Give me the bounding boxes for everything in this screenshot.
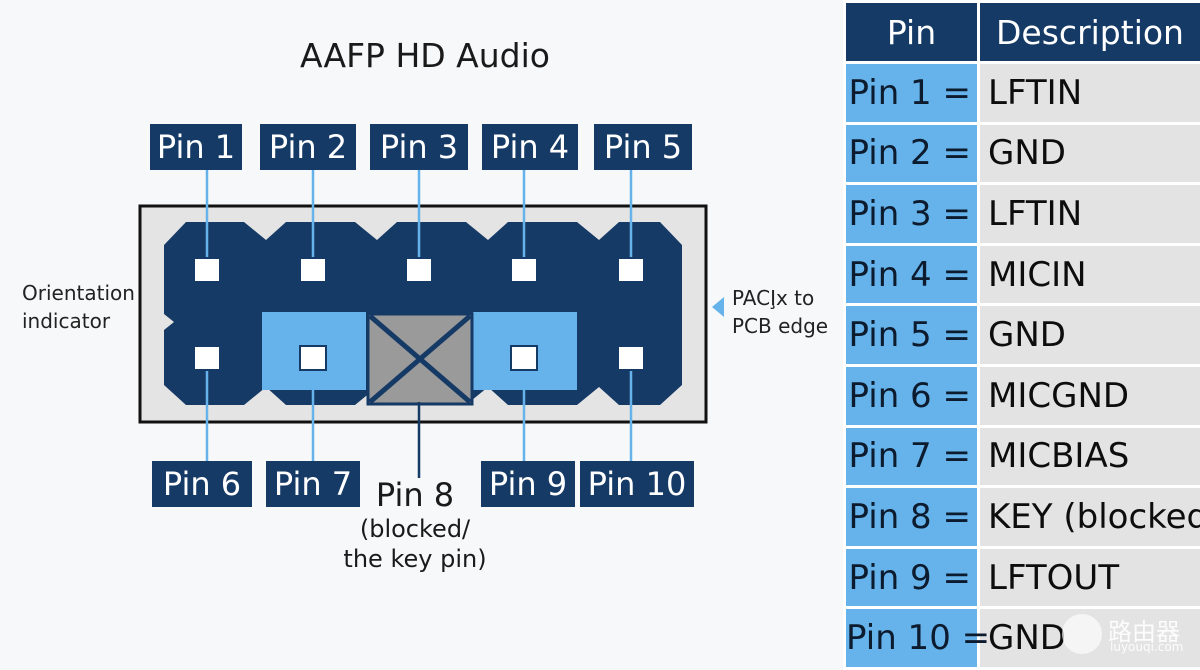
watermark-url: luyouqi.com — [1110, 640, 1184, 654]
table-row: Pin 4 =MICIN — [843, 242, 1200, 307]
pin4-square — [510, 257, 538, 283]
table-row: Pin 9 =LFTOUT — [843, 545, 1200, 610]
pin2-square — [299, 257, 327, 283]
key-cross-2 — [368, 314, 472, 404]
edge-arrow-icon — [712, 297, 724, 317]
orientation-note-line2: indicator — [22, 309, 111, 333]
desc-cell: LFTIN — [977, 61, 1200, 125]
pin9-square — [510, 345, 538, 371]
pin-label-4: Pin 4 — [482, 124, 578, 170]
desc-cell: GND — [977, 121, 1200, 186]
pin5-square — [617, 257, 645, 283]
pin-label-10: Pin 10 — [580, 461, 694, 507]
desc-cell: LFTOUT — [977, 545, 1200, 610]
table-row: Pin 6 =MICGND — [843, 363, 1200, 428]
pin3-square — [405, 257, 433, 283]
pin-label-7: Pin 7 — [266, 461, 360, 507]
watermark: 路由器 luyouqi.com — [1062, 610, 1192, 660]
pin-cell: Pin 8 = — [843, 485, 980, 549]
pin-label-1: Pin 1 — [150, 124, 242, 170]
router-icon — [1062, 614, 1102, 654]
desc-cell: MICBIAS — [977, 424, 1200, 489]
header-pin: Pin — [843, 0, 980, 64]
table-row: Pin 2 =GND — [843, 121, 1200, 186]
desc-cell: KEY (blocked) — [977, 485, 1200, 549]
table-row: Pin 5 =GND — [843, 303, 1200, 367]
pin-label-9: Pin 9 — [481, 461, 575, 507]
desc-cell: MICIN — [977, 242, 1200, 307]
pin-label-2: Pin 2 — [260, 124, 356, 170]
pin-description-table: Pin Description Pin 1 =LFTIN Pin 2 =GND … — [843, 0, 1200, 670]
pin1-square — [193, 257, 221, 283]
pin-cell: Pin 10 = — [843, 606, 990, 670]
pin-cell: Pin 5 = — [843, 303, 980, 367]
table-row: Pin 3 =LFTIN — [843, 182, 1200, 246]
table-row: Pin 8 =KEY (blocked) — [843, 485, 1200, 549]
edge-note-line1: PACI̧x to — [732, 286, 815, 310]
pcb-edge-note: PACI̧x to PCB edge — [732, 284, 828, 340]
pin-cell: Pin 1 = — [843, 61, 980, 125]
desc-cell: MICGND — [977, 363, 1200, 428]
pin10-square — [617, 345, 645, 371]
connector-diagram — [138, 170, 724, 478]
desc-cell: GND — [977, 303, 1200, 367]
pin8-note-line1: (blocked/ — [359, 515, 471, 543]
diagram-title: AAFP HD Audio — [300, 36, 550, 75]
table-header-row: Pin Description — [843, 0, 1200, 64]
table-row: Pin 7 =MICBIAS — [843, 424, 1200, 489]
pin-label-3: Pin 3 — [370, 124, 468, 170]
pin-cell: Pin 3 = — [843, 182, 980, 246]
pin8-note-line2: the key pin) — [343, 545, 487, 573]
pin-label-6: Pin 6 — [152, 461, 252, 507]
header-description: Description — [977, 0, 1200, 64]
orientation-note-line1: Orientation — [22, 281, 135, 305]
pin-label-5: Pin 5 — [594, 124, 692, 170]
pin-cell: Pin 9 = — [843, 545, 980, 610]
pin8-caption: Pin 8 (blocked/ the key pin) — [330, 476, 500, 574]
pin-cell: Pin 6 = — [843, 363, 980, 428]
orientation-indicator-note: Orientation indicator — [22, 279, 135, 335]
pin8-label: Pin 8 — [375, 476, 455, 514]
pin-cell: Pin 2 = — [843, 121, 980, 186]
desc-cell: LFTIN — [977, 182, 1200, 246]
pin-cell: Pin 7 = — [843, 424, 980, 489]
pin7-square — [299, 345, 327, 371]
table-row: Pin 1 =LFTIN — [843, 61, 1200, 125]
edge-note-line2: PCB edge — [732, 314, 829, 338]
pin6-square — [193, 345, 221, 371]
watermark-text: 路由器 — [1108, 618, 1180, 646]
pin-cell: Pin 4 = — [843, 242, 980, 307]
